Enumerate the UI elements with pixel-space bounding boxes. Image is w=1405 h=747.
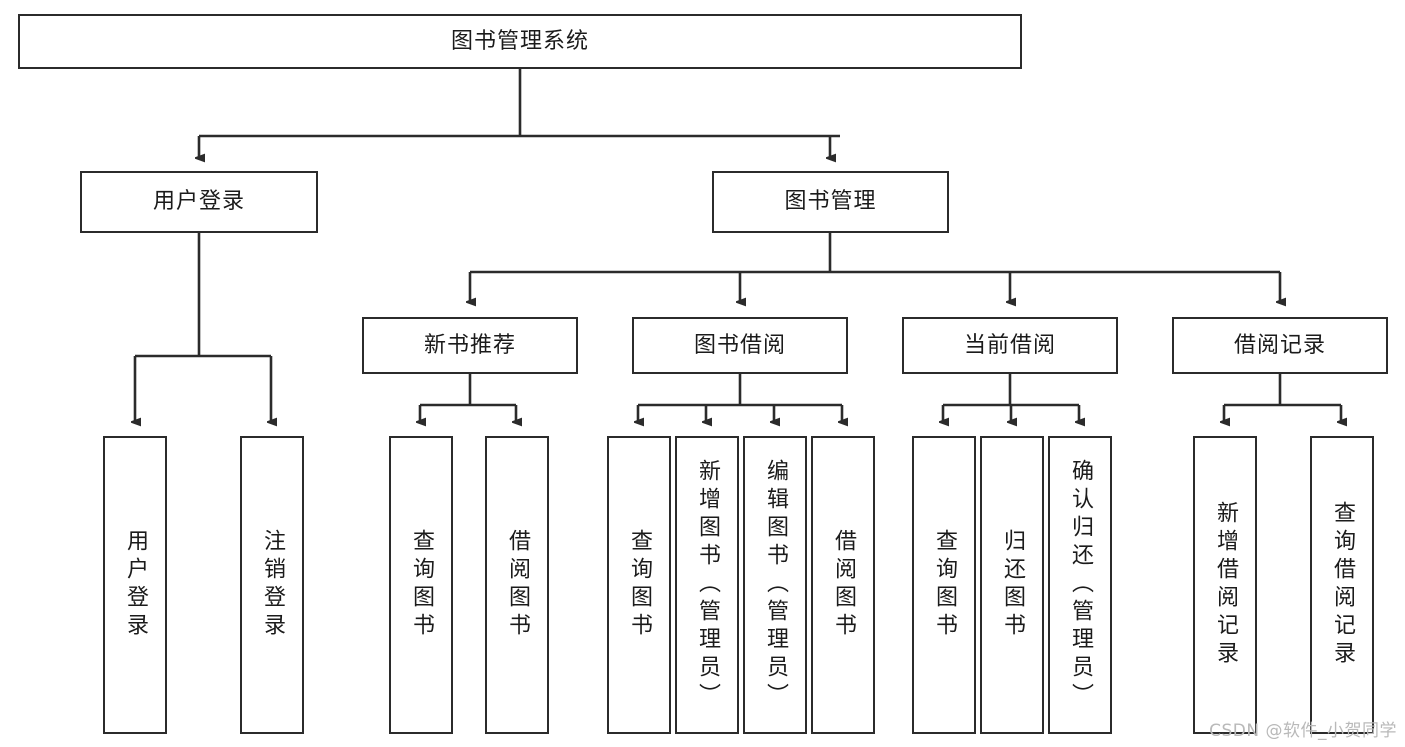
- leaf-current-query-book[interactable]: 查询图书: [912, 436, 976, 734]
- node-current-borrow[interactable]: 当前借阅: [902, 317, 1118, 374]
- leaf-new-book-query[interactable]: 查询图书: [389, 436, 453, 734]
- leaf-label: 归还图书: [1000, 529, 1025, 641]
- leaf-user-login-logout[interactable]: 注销登录: [240, 436, 304, 734]
- node-book-management-label: 图书管理: [784, 189, 877, 215]
- node-new-book-recommend-label: 新书推荐: [423, 332, 516, 358]
- leaf-label: 编辑图书（管理员）: [763, 459, 788, 711]
- node-user-login[interactable]: 用户登录: [80, 171, 318, 233]
- node-current-borrow-label: 当前借阅: [963, 332, 1056, 358]
- leaf-label: 确认归还（管理员）: [1068, 459, 1093, 711]
- leaf-label: 新增借阅记录: [1213, 501, 1238, 669]
- node-book-management[interactable]: 图书管理: [712, 171, 949, 233]
- leaf-label: 借阅图书: [505, 529, 530, 641]
- leaf-label: 注销登录: [260, 529, 285, 641]
- leaf-label: 借阅图书: [831, 529, 856, 641]
- leaf-borrow-edit-book[interactable]: 编辑图书（管理员）: [743, 436, 807, 734]
- node-borrow-record-label: 借阅记录: [1233, 332, 1326, 358]
- leaf-record-add[interactable]: 新增借阅记录: [1193, 436, 1257, 734]
- leaf-label: 查询图书: [627, 529, 652, 641]
- watermark: CSDN @软件_小贺同学: [1209, 721, 1397, 741]
- leaf-current-confirm-return[interactable]: 确认归还（管理员）: [1048, 436, 1112, 734]
- leaf-label: 用户登录: [123, 529, 148, 641]
- node-root-label: 图书管理系统: [450, 28, 589, 54]
- node-root[interactable]: 图书管理系统: [18, 14, 1022, 69]
- leaf-label: 查询图书: [409, 529, 434, 641]
- node-borrow-record[interactable]: 借阅记录: [1172, 317, 1388, 374]
- leaf-record-query[interactable]: 查询借阅记录: [1310, 436, 1374, 734]
- leaf-borrow-add-book[interactable]: 新增图书（管理员）: [675, 436, 739, 734]
- leaf-borrow-borrow-book[interactable]: 借阅图书: [811, 436, 875, 734]
- leaf-current-return-book[interactable]: 归还图书: [980, 436, 1044, 734]
- leaf-label: 查询图书: [932, 529, 957, 641]
- leaf-new-book-borrow[interactable]: 借阅图书: [485, 436, 549, 734]
- node-new-book-recommend[interactable]: 新书推荐: [362, 317, 578, 374]
- node-book-borrow[interactable]: 图书借阅: [632, 317, 848, 374]
- leaf-label: 新增图书（管理员）: [695, 459, 720, 711]
- node-user-login-label: 用户登录: [152, 189, 245, 215]
- leaf-borrow-query-book[interactable]: 查询图书: [607, 436, 671, 734]
- leaf-user-login-login[interactable]: 用户登录: [103, 436, 167, 734]
- node-book-borrow-label: 图书借阅: [693, 332, 786, 358]
- leaf-label: 查询借阅记录: [1330, 501, 1355, 669]
